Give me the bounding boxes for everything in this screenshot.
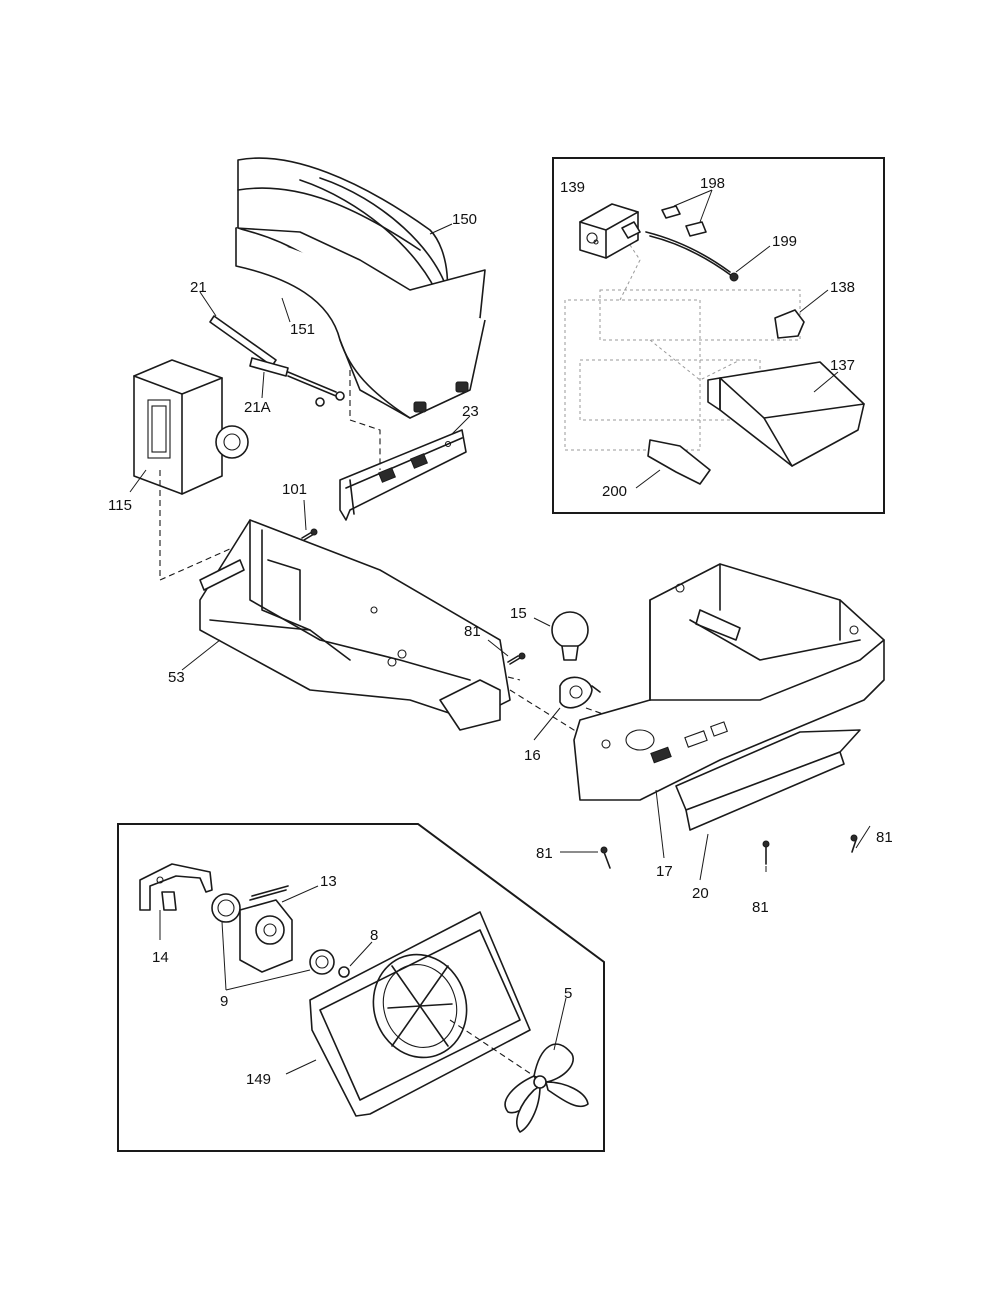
- part-137-chute: [707, 361, 865, 467]
- callout-81-a: 81: [464, 623, 481, 640]
- callout-20: 20: [692, 885, 709, 902]
- callout-13: 13: [320, 873, 337, 890]
- part-53-bracket: [181, 519, 511, 731]
- part-14-bracket: [139, 863, 213, 940]
- callout-101: 101: [282, 481, 307, 498]
- callout-81-b: 81: [536, 845, 553, 862]
- part-5-fan-blade: [449, 997, 589, 1133]
- part-151-duct-cover: [235, 227, 486, 419]
- part-17-dispenser-housing: [573, 563, 885, 859]
- callout-8: 8: [370, 927, 378, 944]
- callout-149: 149: [246, 1071, 271, 1088]
- part-21-rod: [199, 291, 277, 367]
- inset-frame-fan-assembly: [117, 823, 605, 1152]
- part-198-clips: [661, 189, 713, 237]
- part-200-flap: [635, 439, 711, 489]
- part-115-motor-housing: [129, 359, 249, 495]
- callout-150: 150: [452, 211, 477, 228]
- callout-53: 53: [168, 669, 185, 686]
- callout-14: 14: [152, 949, 169, 966]
- callout-115: 115: [108, 497, 132, 514]
- part-101-screw: [301, 499, 318, 541]
- callout-21a: 21A: [244, 399, 271, 416]
- callout-137: 137: [830, 357, 855, 374]
- part-149-fan-shroud: [285, 911, 531, 1117]
- part-81-screw-d: [850, 825, 871, 853]
- callout-21: 21: [190, 279, 207, 296]
- callout-5: 5: [564, 985, 572, 1002]
- callout-81-c: 81: [752, 899, 769, 916]
- callout-138: 138: [830, 279, 855, 296]
- callout-81-d: 81: [876, 829, 893, 846]
- callout-139: 139: [560, 179, 585, 196]
- part-23-control-board: [339, 415, 471, 521]
- part-16-socket: [533, 676, 601, 741]
- callout-198: 198: [700, 175, 725, 192]
- callout-labels: 150 151 21 21A 115 23 101 53 81 15 16 17…: [108, 175, 893, 1088]
- callout-200: 200: [602, 483, 627, 500]
- callout-15: 15: [510, 605, 527, 622]
- callout-9: 9: [220, 993, 228, 1010]
- part-138-tab: [774, 289, 829, 339]
- callout-199: 199: [772, 233, 797, 250]
- callout-17: 17: [656, 863, 673, 880]
- leader-9-b: [225, 969, 311, 991]
- part-15-light-bulb: [533, 611, 589, 661]
- part-199-wire-harness: [645, 231, 771, 282]
- part-20-panel: [675, 729, 861, 881]
- part-21a-rod-assembly: [249, 357, 345, 407]
- inset-frame-ice-dispenser: [552, 157, 885, 514]
- callout-16: 16: [524, 747, 541, 764]
- part-9-bearing-left: [211, 893, 241, 923]
- part-81-screw-c: [762, 840, 770, 872]
- part-81-screw-b: [560, 846, 611, 869]
- part-13-fan-motor: [239, 885, 319, 973]
- part-8-washer: [338, 941, 373, 978]
- callout-23: 23: [462, 403, 479, 420]
- leader-9-a: [221, 921, 227, 991]
- part-139-solenoid-bracket: [579, 203, 641, 259]
- part-81-screw-a: [487, 639, 526, 665]
- part-9-bearing-right: [309, 949, 335, 975]
- callout-151: 151: [290, 321, 315, 338]
